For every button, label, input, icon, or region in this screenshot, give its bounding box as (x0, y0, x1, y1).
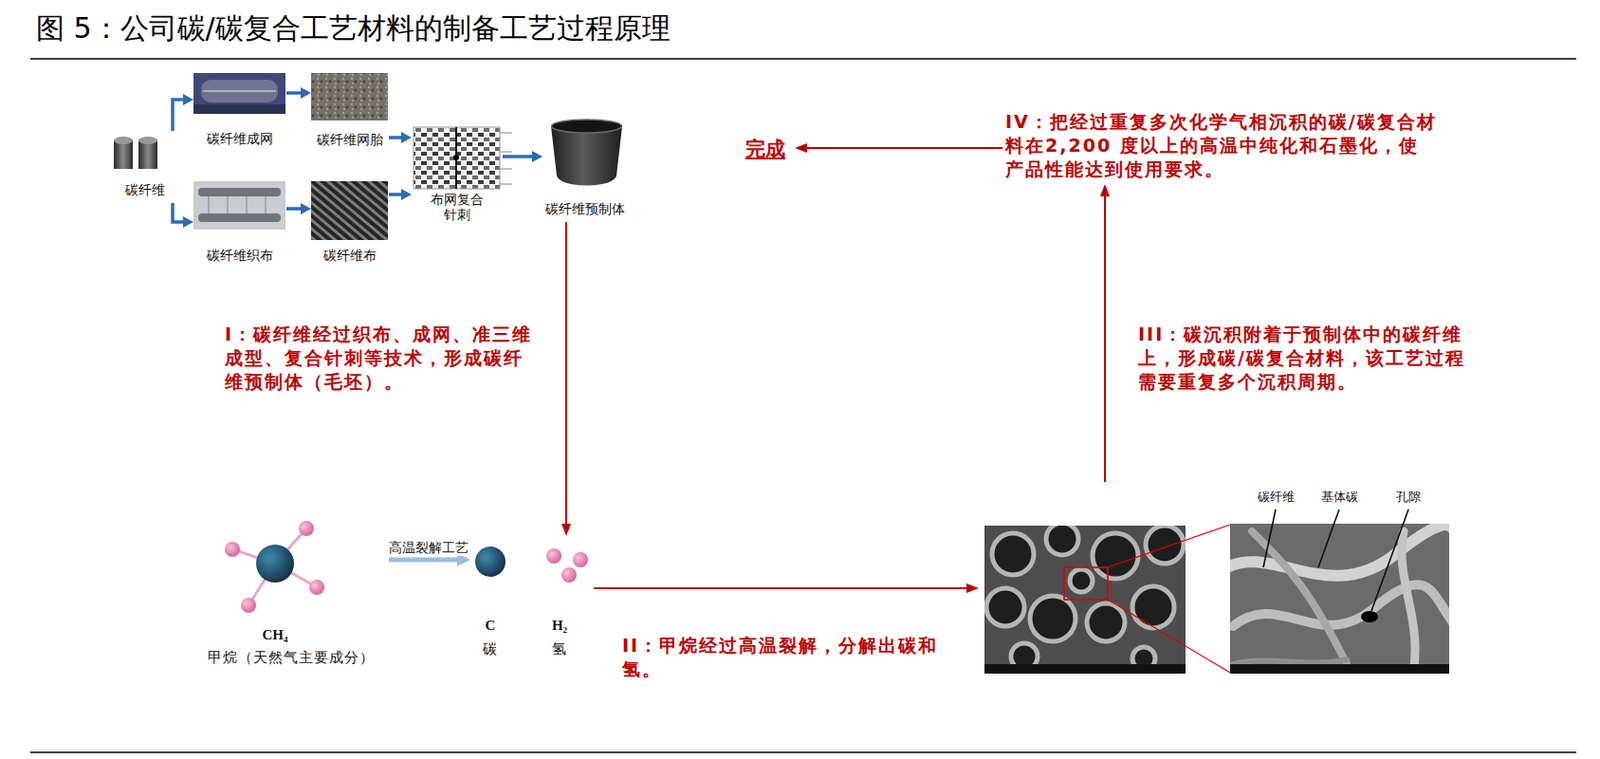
connector-arrow (172, 99, 184, 131)
connector-arrow (286, 206, 301, 211)
image-node: 碳纤维成网 (193, 71, 287, 151)
node-text: 碳纤维网胎 (316, 131, 384, 148)
node-text: 碳纤维预制体 (545, 201, 626, 218)
connector-arrow (502, 154, 533, 159)
node-text: 碳纤维布 (323, 247, 377, 264)
node-text: 碳 (482, 640, 498, 658)
atom-node: H₂ 氢 (533, 535, 594, 661)
node-text: 氢 (551, 640, 568, 658)
image-node: 碳纤维网胎 (311, 71, 389, 151)
image-node: 布网复合针刺 (411, 125, 503, 225)
sem-panel: 碳纤维 基体碳 孔隙 (978, 481, 1457, 680)
done-label: 完成 (735, 133, 795, 165)
node-text: CH₄ (262, 625, 289, 644)
image-node: 碳纤维 (106, 130, 184, 203)
connector-arrow (565, 221, 568, 524)
edge-label: I：碳纤维经过织布、成网、准三维成型、复合针刺等技术，形成碳纤维预制体（毛坯）。 (224, 322, 543, 394)
edge-label: 高温裂解工艺 (388, 539, 469, 556)
connector-arrow (172, 202, 184, 222)
image-node: 碳纤维预制体 (542, 119, 628, 222)
connector-arrow (1103, 196, 1106, 482)
node-text: 布网复合针刺 (429, 191, 485, 222)
node-text: IV：把经过重复多次化学气相沉积的碳/碳复合材料在2,200 度以上的高温中纯化… (1005, 110, 1438, 182)
node-text: 完成 (745, 136, 786, 162)
node-text: 碳纤维 (125, 182, 166, 199)
image-node: 碳纤维织布 (193, 178, 287, 267)
node-text: 甲烷（天然气主要成分） (207, 648, 375, 666)
image-node: 碳纤维布 (311, 178, 389, 267)
connector-arrow (388, 192, 402, 197)
atom-node: C碳 (470, 531, 511, 664)
edge-label: III：碳沉积附着于预制体中的碳纤维上，形成碳/碳复合材料，该工艺过程需要重复多… (1138, 322, 1480, 394)
node-text: C (485, 616, 497, 634)
connector-arrow (807, 147, 1003, 149)
node-text: 碳纤维成网 (206, 130, 274, 148)
node-text: 基体碳 (1321, 489, 1359, 505)
node-text: 碳纤维织布 (206, 247, 274, 264)
connector-arrow (388, 135, 402, 140)
molecule-node: CH₄ 甲烷（天然气主要成分） (194, 516, 389, 674)
connector-arrow (593, 587, 967, 589)
step-text: IV：把经过重复多次化学气相沉积的碳/碳复合材料在2,200 度以上的高温中纯化… (1002, 107, 1441, 184)
node-text: H₂ (551, 616, 568, 634)
connector-arrow (286, 91, 301, 95)
diagram-title: 图 5：公司碳/碳复合工艺材料的制备工艺过程原理 (36, 9, 671, 49)
connector-arrow (388, 557, 458, 563)
edge-label: II：甲烷经过高温裂解，分解出碳和氢。 (622, 633, 955, 681)
node-text: 孔隙 (1396, 489, 1421, 505)
node-text: 碳纤维 (1257, 489, 1295, 505)
